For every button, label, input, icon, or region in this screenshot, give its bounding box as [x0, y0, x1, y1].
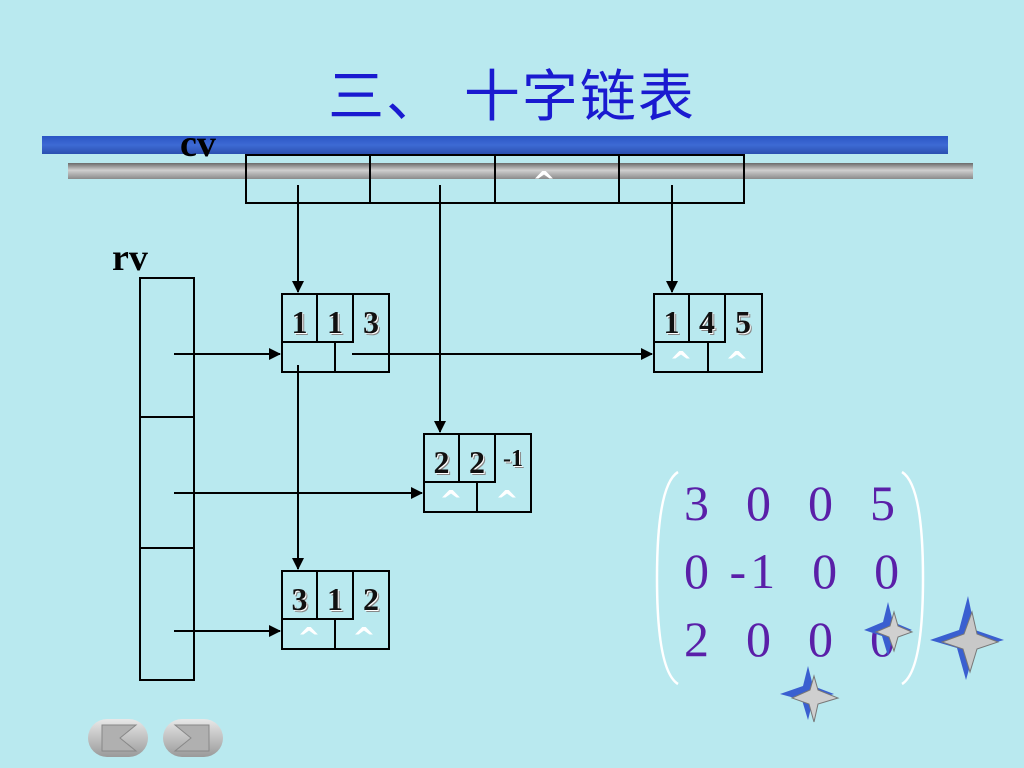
node-3-1-right-null: ^	[297, 621, 321, 654]
node-1-4-grid	[653, 293, 763, 373]
node-2-2-col: 2	[469, 444, 485, 480]
node-1-1-val: 3	[363, 304, 379, 340]
prev-arrow-icon	[101, 724, 138, 752]
node-1-1-grid	[281, 293, 390, 373]
rv-cell-3	[139, 547, 195, 681]
star-icon	[930, 596, 1004, 680]
next-slide-button[interactable]	[163, 719, 223, 757]
matrix-row-2: 0 -1 0 0	[684, 543, 904, 599]
slide-title: 三、 十字链表	[328, 65, 696, 130]
rv-label: rv	[112, 237, 148, 279]
node-3-1-row: 3	[291, 581, 308, 617]
node-2-2-row: 2	[433, 444, 450, 480]
header-bar-gray	[68, 163, 973, 179]
prev-slide-button[interactable]	[88, 719, 148, 757]
next-arrow-icon	[173, 724, 210, 752]
node-2-2-grid	[423, 433, 532, 513]
node-1-4-right-null: ^	[669, 345, 693, 378]
cv-cell-4	[618, 154, 745, 204]
node-2-2-right-null: ^	[439, 484, 463, 517]
star-icon	[864, 602, 914, 656]
node-1-1-col: 1	[327, 304, 343, 340]
node-1-4-col: 4	[699, 304, 715, 340]
node-1-4-down-null: ^	[725, 345, 749, 378]
cv-null-marker: ^	[532, 165, 556, 198]
node-3-1-grid	[281, 570, 390, 650]
node-3-1-col: 1	[327, 581, 343, 617]
node-1-4-row: 1	[663, 304, 680, 340]
matrix-row-1: 3 0 0 5	[684, 475, 899, 531]
node-3-1-down-null: ^	[352, 621, 376, 654]
node-1-1-row: 1	[291, 304, 308, 340]
node-3-1-val: 2	[363, 581, 379, 617]
node-2-2-down-null: ^	[495, 484, 519, 517]
node-2-2-val: -1	[503, 446, 523, 472]
node-1-4-val: 5	[735, 304, 751, 340]
cv-label: cv	[180, 123, 216, 165]
star-icon	[780, 666, 840, 723]
header-bar-blue	[42, 136, 948, 154]
